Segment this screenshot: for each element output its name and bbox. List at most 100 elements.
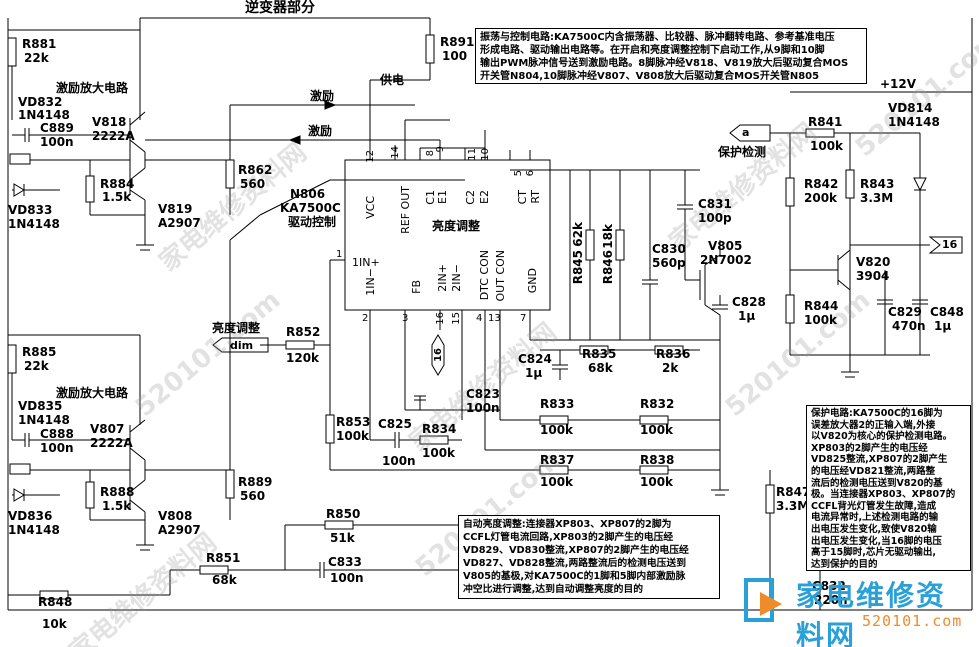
ic-pin-fb: FB bbox=[410, 280, 423, 294]
value-label: 100n bbox=[466, 401, 500, 415]
ref-label: R889 bbox=[238, 475, 273, 489]
value-label: 100k bbox=[422, 446, 456, 460]
value-label: A2907 bbox=[158, 523, 201, 537]
note-line: 自动亮度调整:连接器XP803、XP807的2脚为 bbox=[463, 519, 672, 530]
value-label: 100k bbox=[336, 429, 370, 443]
value-label: 1.5k bbox=[102, 190, 132, 204]
note-line: 以V820为核心的保护检测电路。 bbox=[811, 431, 953, 443]
ic-pin-num: 14 bbox=[390, 146, 401, 159]
logo-brand: 家电维修资料网 bbox=[796, 579, 947, 647]
value-label: 100k bbox=[810, 139, 844, 153]
ref-label: C848 bbox=[930, 305, 964, 319]
connector-16: 16 bbox=[942, 238, 958, 251]
ic-pin-num: 13 bbox=[488, 313, 501, 324]
ic-pin-num: 6 bbox=[525, 170, 536, 177]
signal-label-12v: +12V bbox=[880, 77, 917, 91]
value-label: 62k bbox=[571, 222, 585, 247]
section-label-excite-top: 激励放大电路 bbox=[56, 81, 129, 95]
note-line: CCFL背光灯管发生故障,造成 bbox=[811, 500, 937, 512]
value-label: 120k bbox=[286, 351, 320, 365]
value-label: 68k bbox=[212, 573, 237, 587]
ic-pin-ct: CT bbox=[516, 190, 529, 205]
note-line: 形成电路、驱动输出电路等。在开启和亮度调整控制下启动工作,从9脚和10脚 bbox=[480, 45, 825, 56]
ref-label: C889 bbox=[40, 121, 74, 135]
ic-pin-num: 2 bbox=[362, 313, 369, 324]
ref-label: VD835 bbox=[18, 399, 63, 413]
value-label: 3.3M bbox=[776, 499, 810, 513]
ref-label: R832 bbox=[640, 397, 675, 411]
ic-ref: N806 bbox=[290, 187, 326, 201]
ref-label: R888 bbox=[100, 485, 135, 499]
page-title: 逆变器部分 bbox=[245, 0, 315, 16]
ic-pin-num: 15 bbox=[451, 312, 462, 325]
ref-label: C829 bbox=[888, 305, 922, 319]
ic-pin-num: 10 bbox=[480, 148, 491, 161]
ref-label: R845 bbox=[571, 250, 585, 285]
value-label: 3904 bbox=[856, 269, 890, 283]
ic-function: 亮度调整 bbox=[432, 219, 481, 233]
note-auto-brightness: 自动亮度调整:连接器XP803、XP807的2脚为 CCFL灯管电流回路,XP8… bbox=[458, 515, 720, 599]
ref-label: C830 bbox=[652, 242, 686, 256]
value-label: 1N4148 bbox=[18, 108, 70, 122]
ref-label: R844 bbox=[804, 299, 839, 313]
ref-label: R847 bbox=[776, 485, 811, 499]
note-line: VD827、VD828整流,两路整流后的检测电压送到 bbox=[463, 558, 687, 569]
ref-label: V819 bbox=[158, 202, 193, 216]
note-line: 振荡与控制电路:KA7500C内含振荡器、比较器、脉冲翻转电路、参考基准电压 bbox=[480, 32, 835, 43]
signal-label-excite: 激励 bbox=[310, 89, 335, 103]
connector-16-mid: 16 bbox=[433, 348, 444, 362]
note-line: 冲空比进行调整,达到自动调整亮度的目的 bbox=[463, 584, 644, 595]
note-line: 误差放大器2的正输入端,外接 bbox=[811, 419, 936, 431]
ref-label: R843 bbox=[860, 177, 895, 191]
ic-pin-dtc: DTC CON bbox=[478, 250, 491, 301]
signal-label-supply: 供电 bbox=[380, 73, 405, 87]
ic-part: KA7500C bbox=[280, 201, 341, 215]
note-line: 达到保护的目的 bbox=[811, 558, 878, 570]
logo-icon bbox=[744, 578, 782, 622]
note-line: 开关管N804,10脚脉冲经V807、V808放大后驱动复合MOS开关管N805 bbox=[480, 71, 820, 82]
value-label: 1μ bbox=[934, 319, 952, 333]
ref-label: R862 bbox=[238, 163, 273, 177]
ref-label: R853 bbox=[336, 415, 371, 429]
ref-label: VD814 bbox=[888, 101, 933, 115]
signal-label-brightness: 亮度调整 bbox=[212, 321, 261, 335]
value-label: 100 bbox=[442, 49, 468, 63]
ref-label: V807 bbox=[90, 422, 125, 436]
value-label: 68k bbox=[588, 361, 613, 375]
value-label: 100n bbox=[40, 135, 74, 149]
value-label: 22k bbox=[24, 359, 49, 373]
note-oscillator: 振荡与控制电路:KA7500C内含振荡器、比较器、脉冲翻转电路、参考基准电压 形… bbox=[475, 28, 867, 84]
section-label-excite-bottom: 激励放大电路 bbox=[56, 386, 129, 400]
ref-label: R833 bbox=[540, 397, 575, 411]
value-label: 560 bbox=[240, 177, 266, 191]
ic-pin-vcc: VCC bbox=[364, 196, 377, 219]
value-label: 2222A bbox=[92, 129, 135, 143]
ref-label: V808 bbox=[158, 509, 193, 523]
value-label: 560 bbox=[240, 489, 266, 503]
note-line: 高于15脚时,芯片无驱动输出, bbox=[811, 547, 936, 559]
value-label: 1N4148 bbox=[888, 115, 940, 129]
value-label: 1μ bbox=[525, 366, 543, 380]
note-line: CCFL灯管电流回路,XP803的2脚产生的电压经 bbox=[463, 532, 674, 543]
ic-pin-num: 12 bbox=[365, 150, 376, 163]
ic-pin-num: 3 bbox=[402, 313, 409, 324]
ic-pin-c2: C2 bbox=[464, 190, 477, 205]
value-label: 18k bbox=[601, 224, 615, 249]
ic-pin-num: 9 bbox=[435, 146, 446, 153]
ref-label: VD832 bbox=[18, 95, 63, 109]
logo-url: 520101.com bbox=[862, 612, 963, 630]
ref-label: V818 bbox=[92, 115, 127, 129]
ic-pin-num: 16 bbox=[435, 312, 446, 325]
ref-label: R891 bbox=[440, 35, 475, 49]
ic-pin-2in-minus: 2IN− bbox=[450, 264, 463, 292]
ic-pin-num: 1 bbox=[336, 249, 343, 260]
ref-label: C824 bbox=[518, 352, 552, 366]
note-line: V805的基极,对KA7500C的1脚和5脚内部激励脉 bbox=[463, 571, 686, 582]
site-logo: 家电维修资料网 520101.com bbox=[742, 570, 974, 647]
ic-pin-num: 7 bbox=[520, 313, 527, 324]
value-label: 100k bbox=[540, 475, 574, 489]
ref-label: R846 bbox=[601, 250, 615, 285]
value-label: 1N4148 bbox=[8, 217, 60, 231]
value-label: 22k bbox=[24, 51, 49, 65]
value-label: 100k bbox=[640, 475, 674, 489]
